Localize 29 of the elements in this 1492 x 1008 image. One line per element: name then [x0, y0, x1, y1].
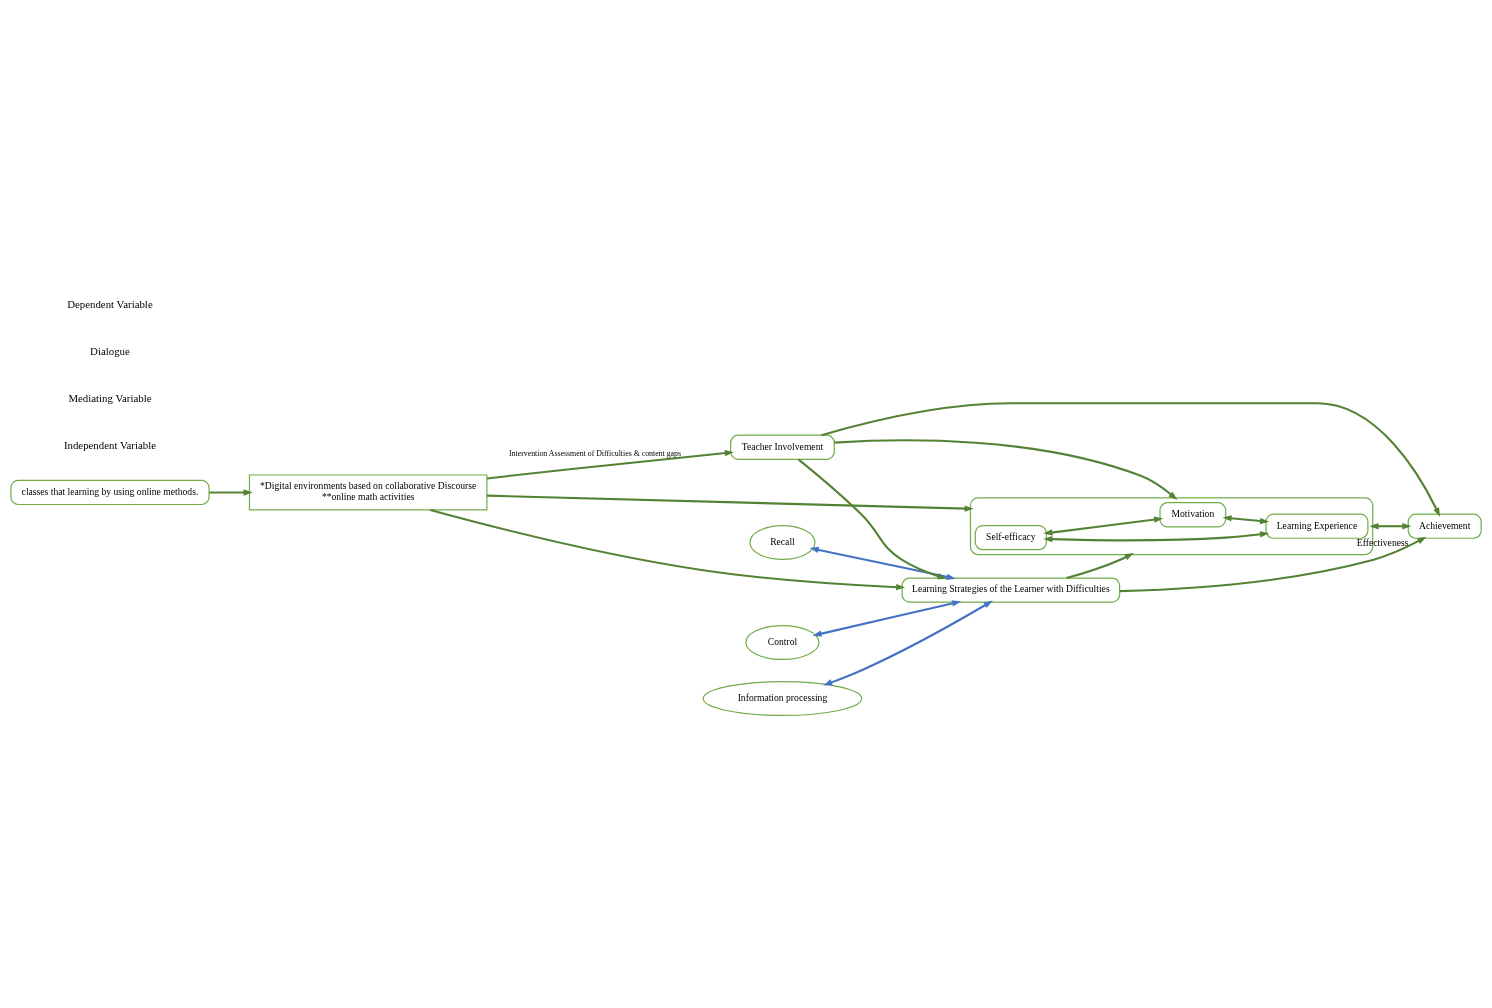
node-box: Learning Strategies of the Learner with Difficulties	[901, 577, 1121, 603]
arrow	[430, 508, 906, 591]
node-box: Learning Experience	[1265, 513, 1369, 539]
label: Independent Variable	[63, 438, 157, 451]
label: Dependent Variable	[67, 297, 153, 310]
node-ellipse: Control	[745, 625, 820, 661]
arrow	[1222, 515, 1270, 525]
arrow	[812, 600, 962, 637]
arrow	[823, 600, 993, 686]
arrow	[486, 494, 974, 512]
arrow	[486, 449, 734, 480]
arrow	[1043, 516, 1164, 536]
node-box: Achievement	[1407, 513, 1482, 539]
node-box: Motivation	[1159, 502, 1227, 528]
arrow	[1369, 523, 1412, 530]
node-box: Teacher Involvement	[730, 434, 835, 460]
node-box: *Digital environments based on collaborative Discourse **online math activities	[248, 474, 488, 511]
arrow	[834, 439, 1178, 500]
node-ellipse: Recall	[749, 524, 816, 560]
arrow	[1119, 536, 1427, 593]
arrow	[821, 402, 1441, 517]
label: Mediating Variable	[68, 391, 152, 404]
node-box: classes that learning by using online methods.	[10, 479, 210, 506]
arrow	[209, 489, 253, 496]
label: Dialogue	[90, 344, 130, 357]
arrow	[809, 546, 956, 580]
arrow	[1043, 531, 1270, 543]
node-box: Self-efficacy	[974, 525, 1047, 551]
arrow	[797, 458, 947, 580]
